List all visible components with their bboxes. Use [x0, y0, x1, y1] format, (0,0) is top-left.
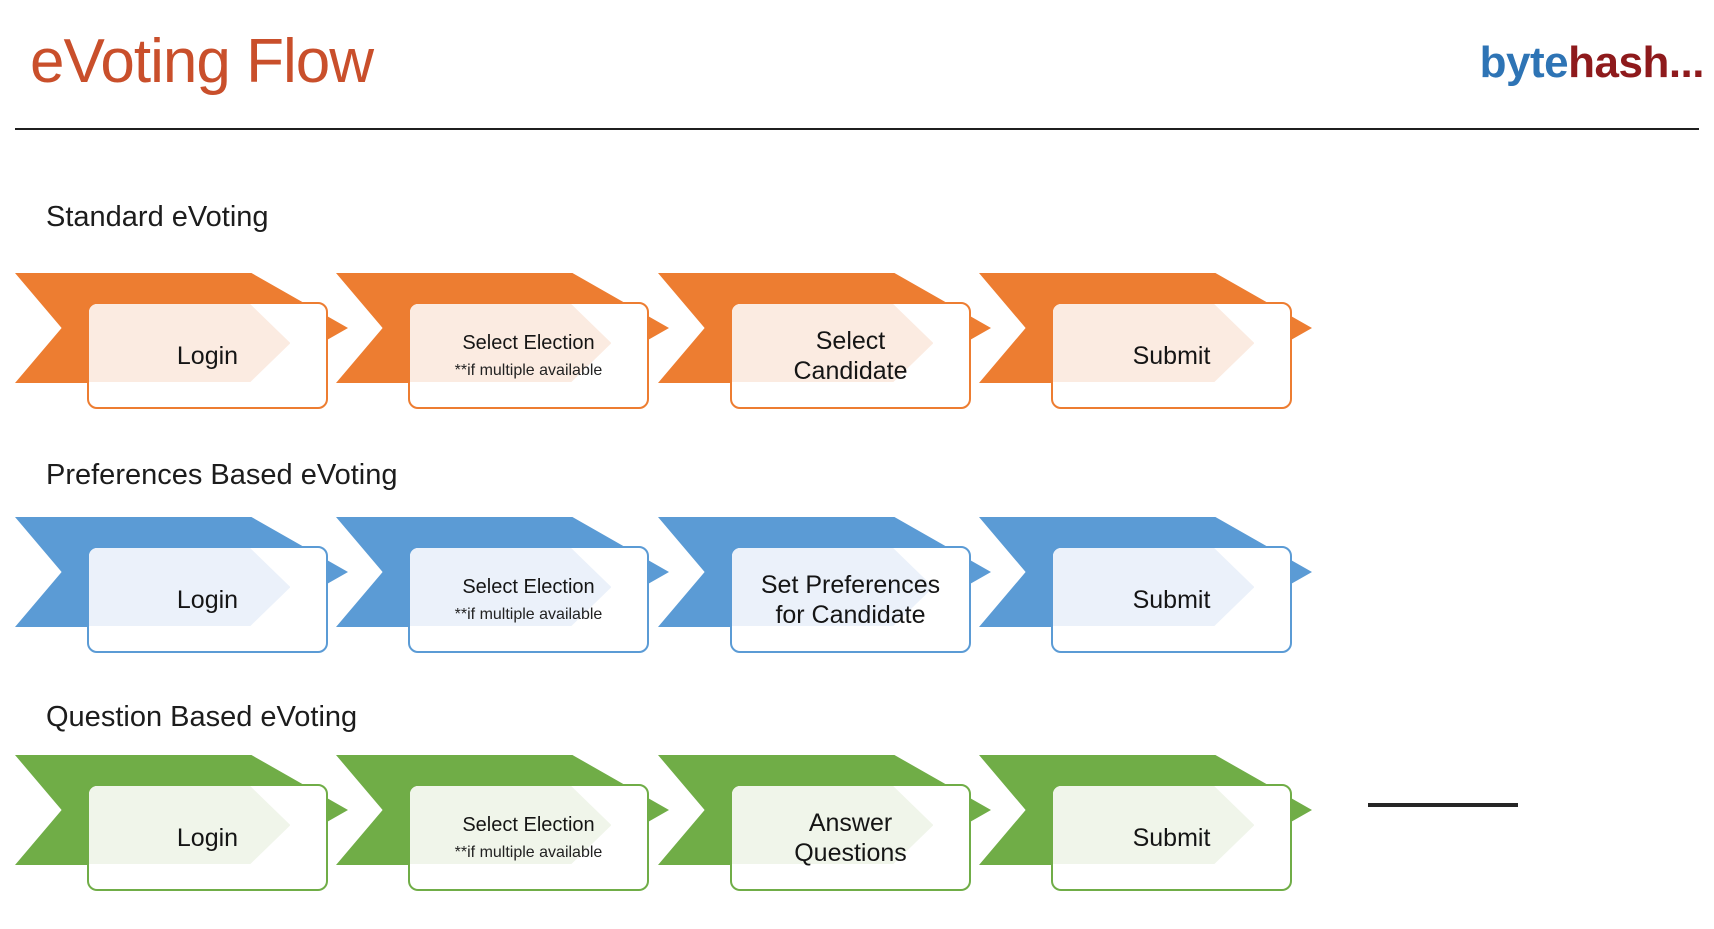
logo-byte: byte	[1479, 38, 1569, 87]
header-rule	[15, 128, 1699, 130]
step-label: Select Election **if multiple available	[410, 548, 647, 651]
flow-heading: Preferences Based eVoting	[46, 459, 398, 491]
step-card: Submit	[1051, 302, 1292, 409]
logo: bytehash...	[1479, 38, 1705, 88]
flow-heading: Standard eVoting	[46, 201, 269, 233]
step-card: Login	[87, 546, 328, 653]
step-card: Login	[87, 784, 328, 891]
step-label: Submit	[1053, 548, 1290, 651]
chevron-tint	[732, 548, 934, 627]
chevron-tint	[1053, 786, 1255, 865]
step-label-line: Submit	[1132, 585, 1211, 614]
chevron-tint	[410, 786, 612, 865]
step-label-line: Select Election	[462, 332, 595, 354]
step-label: Select Election **if multiple available	[410, 304, 647, 407]
chevron-tint	[89, 304, 291, 383]
step-label-line: Select	[815, 326, 886, 355]
logo-hash: hash...	[1568, 38, 1704, 87]
step-label: Login	[89, 304, 326, 407]
step-label-line: for Candidate	[775, 600, 926, 629]
step-label-line: Questions	[794, 838, 907, 867]
chevron-tint	[410, 304, 612, 383]
step-label: Submit	[1053, 786, 1290, 889]
step-label: Login	[89, 786, 326, 889]
step-label-line: Set Preferences	[760, 570, 941, 599]
step-label-line: Login	[176, 585, 239, 614]
step-card: Select Election **if multiple available	[408, 302, 649, 409]
chevron-tint	[732, 304, 934, 383]
step-label-line: Login	[176, 341, 239, 370]
step-label-line: Select Election	[462, 576, 595, 598]
step-card: Submit	[1051, 546, 1292, 653]
step-note: **if multiple available	[454, 362, 603, 379]
chevron-tint	[410, 548, 612, 627]
chevron-tint	[1053, 304, 1255, 383]
step-card: Select Election **if multiple available	[408, 546, 649, 653]
step-card: Submit	[1051, 784, 1292, 891]
step-label-line: Answer	[808, 808, 893, 837]
chevron-tint	[732, 786, 934, 865]
step-note: **if multiple available	[454, 606, 603, 623]
chevron-tint	[89, 548, 291, 627]
divider-line	[1368, 803, 1518, 807]
step-label-line: Submit	[1132, 341, 1211, 370]
step-label: Select Election **if multiple available	[410, 786, 647, 889]
step-label: Login	[89, 548, 326, 651]
step-label-line: Login	[176, 823, 239, 852]
step-card: Select Election **if multiple available	[408, 784, 649, 891]
step-label-line: Candidate	[793, 356, 908, 385]
step-label: Submit	[1053, 304, 1290, 407]
step-card: Login	[87, 302, 328, 409]
page-title: eVoting Flow	[30, 27, 374, 96]
chevron-tint	[1053, 548, 1255, 627]
flow-heading: Question Based eVoting	[46, 701, 358, 733]
step-note: **if multiple available	[454, 844, 603, 861]
chevron-tint	[89, 786, 291, 865]
step-label-line: Select Election	[462, 814, 595, 836]
step-label-line: Submit	[1132, 823, 1211, 852]
